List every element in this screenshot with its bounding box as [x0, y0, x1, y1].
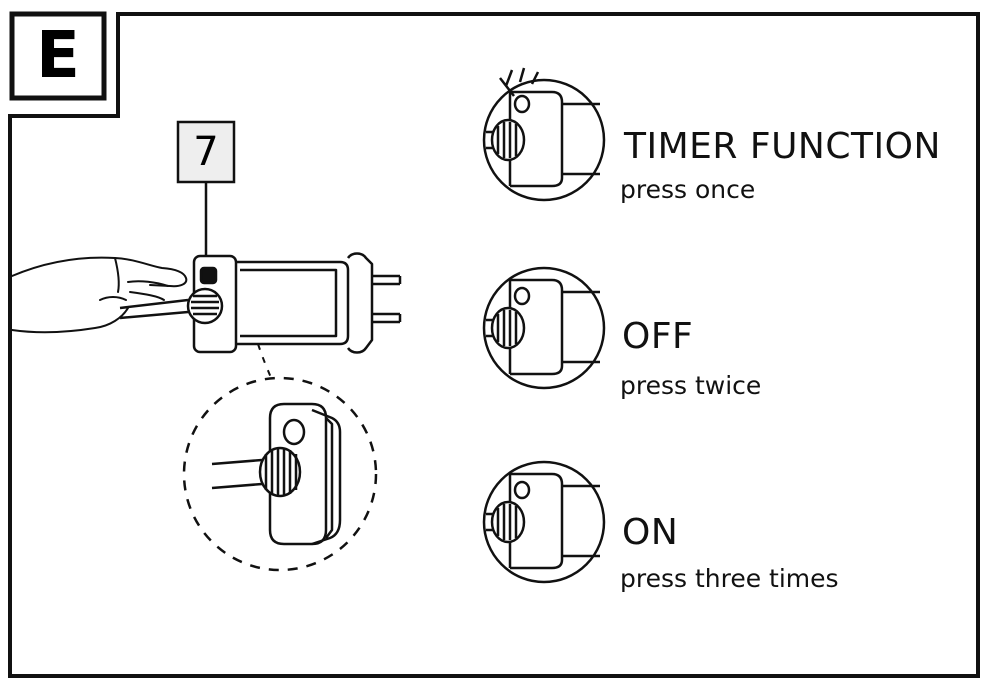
- on-icon: [482, 460, 606, 584]
- on-instruction: press three times: [620, 564, 839, 593]
- timer-function-icon: [482, 67, 606, 202]
- timer-function-title: TIMER FUNCTION: [624, 126, 941, 167]
- on-title: ON: [622, 512, 679, 553]
- off-icon: [482, 266, 606, 390]
- hand-illustration: [11, 256, 188, 334]
- off-title: OFF: [622, 316, 694, 357]
- timer-function-instruction: press once: [620, 175, 756, 204]
- zoom-circle: [182, 376, 378, 572]
- part-number-box: [176, 120, 236, 184]
- timer-plug-unit: [119, 252, 402, 354]
- part-number: 7: [193, 129, 219, 175]
- zoomed-button-detail: [211, 402, 342, 546]
- zoom-guide-line: [257, 343, 273, 381]
- section-letter: E: [36, 19, 80, 93]
- off-instruction: press twice: [620, 371, 762, 400]
- outer-frame: [8, 12, 980, 678]
- section-letter-box: [9, 11, 107, 101]
